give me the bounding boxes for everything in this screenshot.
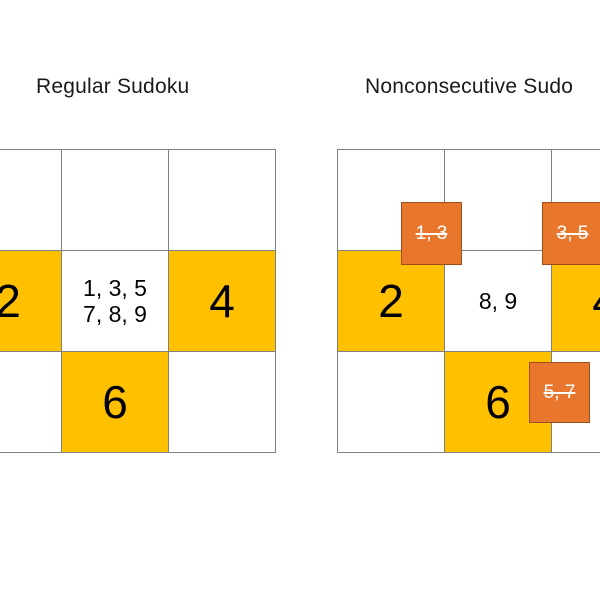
sudoku-grid-regular: 2 1, 3, 5 7, 8, 9 4 6 — [0, 149, 276, 453]
eliminated-candidates-badge-bottom: 5, 7 — [529, 362, 590, 423]
cell-value: 2 — [0, 275, 21, 327]
grid-cell-r2c2: 8, 9 — [445, 251, 551, 351]
grid-cell-r2c1: 2 — [338, 251, 444, 351]
cell-candidate-list: 8, 9 — [478, 288, 518, 314]
eliminated-candidates-label: 5, 7 — [543, 382, 576, 403]
grid-cell-r2c1: 2 — [0, 251, 61, 351]
grid-cell-r2c3: 4 — [552, 251, 600, 351]
eliminated-candidates-label: 1, 3 — [415, 223, 448, 244]
cell-value: 4 — [209, 275, 235, 327]
panel-title-regular-sudoku: Regular Sudoku — [36, 75, 190, 98]
eliminated-candidates-badge-top-right: 3, 5 — [542, 202, 600, 265]
grid-cell-r3c1 — [0, 352, 61, 452]
grid-cell-r3c1 — [338, 352, 444, 452]
grid-cell-r3c3 — [169, 352, 275, 452]
grid-cell-r2c2: 1, 3, 5 7, 8, 9 — [62, 251, 168, 351]
grid-cell-r3c2: 6 — [62, 352, 168, 452]
grid-cell-r1c2 — [445, 150, 551, 250]
cell-candidate-list: 1, 3, 5 7, 8, 9 — [83, 275, 147, 327]
cell-value: 6 — [102, 376, 128, 428]
grid-cell-r1c1 — [0, 150, 61, 250]
cell-value: 4 — [592, 278, 600, 324]
eliminated-candidates-badge-top-left: 1, 3 — [401, 202, 462, 265]
grid-cell-r2c3: 4 — [169, 251, 275, 351]
cell-value: 6 — [485, 376, 511, 428]
cell-value: 2 — [378, 275, 404, 327]
eliminated-candidates-label: 3, 5 — [556, 223, 589, 244]
grid-cell-r1c3 — [169, 150, 275, 250]
grid-cell-r1c2 — [62, 150, 168, 250]
panel-title-nonconsecutive-sudoku: Nonconsecutive Sudo — [365, 75, 574, 98]
